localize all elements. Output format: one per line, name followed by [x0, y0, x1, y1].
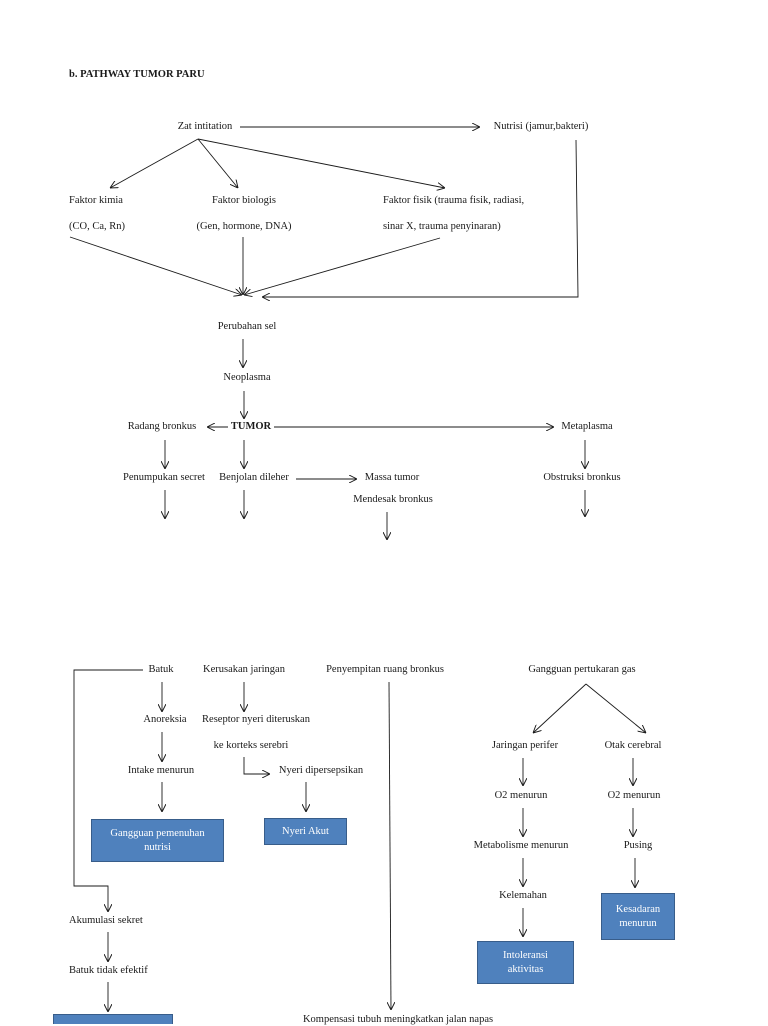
node-faktor-fisik-detail: sinar X, trauma penyinaran)	[383, 221, 501, 232]
node-kelemahan: Kelemahan	[499, 890, 547, 901]
node-perubahan-sel: Perubahan sel	[217, 321, 277, 332]
page-title: b. PATHWAY TUMOR PARU	[69, 69, 205, 80]
node-tumor: TUMOR	[230, 421, 272, 432]
node-nutrisi: Nutrisi (jamur,bakteri)	[493, 121, 589, 132]
node-neoplasma: Neoplasma	[223, 372, 271, 383]
box-label-intoleransi: Intoleransi	[503, 949, 548, 961]
node-faktor-kimia: Faktor kimia	[69, 195, 123, 206]
node-pusing: Pusing	[623, 840, 653, 851]
node-intake-menurun: Intake menurun	[127, 765, 195, 776]
node-radang-bronkus: Radang bronkus	[127, 421, 197, 432]
node-faktor-fisik: Faktor fisik (trauma fisik, radiasi,	[383, 195, 525, 206]
arrow-batuk-loop	[73, 669, 143, 912]
diagnosis-box-kesadaran-menurun: Kesadaran menurun	[601, 893, 675, 940]
arrow-zat-to-biologis	[197, 138, 238, 188]
node-reseptor-nyeri: Reseptor nyeri diteruskan	[202, 714, 310, 725]
diagnosis-box-gangguan-nutrisi: Gangguan pemenuhan nutrisi	[91, 819, 224, 862]
diagnosis-box-intoleransi-aktivitas: Intoleransi aktivitas	[477, 941, 574, 984]
arrow-gas-to-otak	[585, 683, 646, 733]
box-label-gangguan-pemenuhan: Gangguan pemenuhan	[110, 827, 205, 839]
node-o2-menurun-perifer: O2 menurun	[494, 790, 548, 801]
node-otak-cerebral: Otak cerebral	[604, 740, 662, 751]
node-o2-menurun-otak: O2 menurun	[607, 790, 661, 801]
arrow-fisik-to-merge	[244, 237, 441, 295]
node-obstruksi-bronkus: Obstruksi bronkus	[543, 472, 621, 483]
node-metabolisme-menurun: Metabolisme menurun	[473, 840, 569, 851]
arrow-kimia-to-merge	[69, 236, 242, 295]
node-penyempitan-bronkus: Penyempitan ruang bronkus	[326, 664, 444, 675]
node-korteks-serebri: ke korteks serebri	[213, 740, 289, 751]
node-batuk-tidak-efektif: Batuk tidak efektif	[69, 965, 148, 976]
arrow-gas-to-perifer	[533, 683, 587, 733]
node-penumpukan-secret: Penumpukan secret	[123, 472, 205, 483]
node-metaplasma: Metaplasma	[561, 421, 613, 432]
arrow-nutrisi-to-merge	[262, 139, 579, 297]
box-label-nutrisi: nutrisi	[144, 841, 171, 853]
box-label-aktivitas: aktivitas	[507, 963, 544, 975]
arrow-penyempitan-to-kompensasi	[389, 681, 391, 1010]
node-kompensasi-tubuh: Kompensasi tubuh meningkatkan jalan napa…	[302, 1014, 494, 1025]
box-label-menurun: menurun	[619, 917, 657, 929]
diagnosis-box-nyeri-akut: Nyeri Akut	[264, 818, 347, 845]
node-faktor-biologis-detail: (Gen, hormone, DNA)	[196, 221, 292, 232]
arrow-zat-to-fisik	[197, 138, 445, 188]
arrow-reseptor-to-nyeri	[243, 757, 270, 774]
node-zat-intitation: Zat intitation	[177, 121, 233, 132]
box-label-nyeri-akut: Nyeri Akut	[282, 825, 329, 837]
diagnosis-box-bersihan-jalan-napas	[53, 1014, 173, 1024]
node-benjolan-dileher: Benjolan dileher	[219, 472, 289, 483]
box-label-kesadaran: Kesadaran	[615, 903, 661, 915]
node-jaringan-perifer: Jaringan perifer	[491, 740, 559, 751]
node-anoreksia: Anoreksia	[143, 714, 187, 725]
node-massa-tumor: Massa tumor	[364, 472, 420, 483]
node-faktor-kimia-detail: (CO, Ca, Rn)	[69, 221, 125, 232]
node-faktor-biologis: Faktor biologis	[212, 195, 276, 206]
node-gangguan-pertukaran-gas: Gangguan pertukaran gas	[528, 664, 636, 675]
node-mendesak-bronkus: Mendesak bronkus	[353, 494, 433, 505]
node-nyeri-dipersepsikan: Nyeri dipersepsikan	[278, 765, 364, 776]
arrow-zat-to-kimia	[110, 138, 199, 188]
node-kerusakan-jaringan: Kerusakan jaringan	[203, 664, 285, 675]
node-akumulasi-sekret: Akumulasi sekret	[69, 915, 143, 926]
node-batuk: Batuk	[148, 664, 174, 675]
